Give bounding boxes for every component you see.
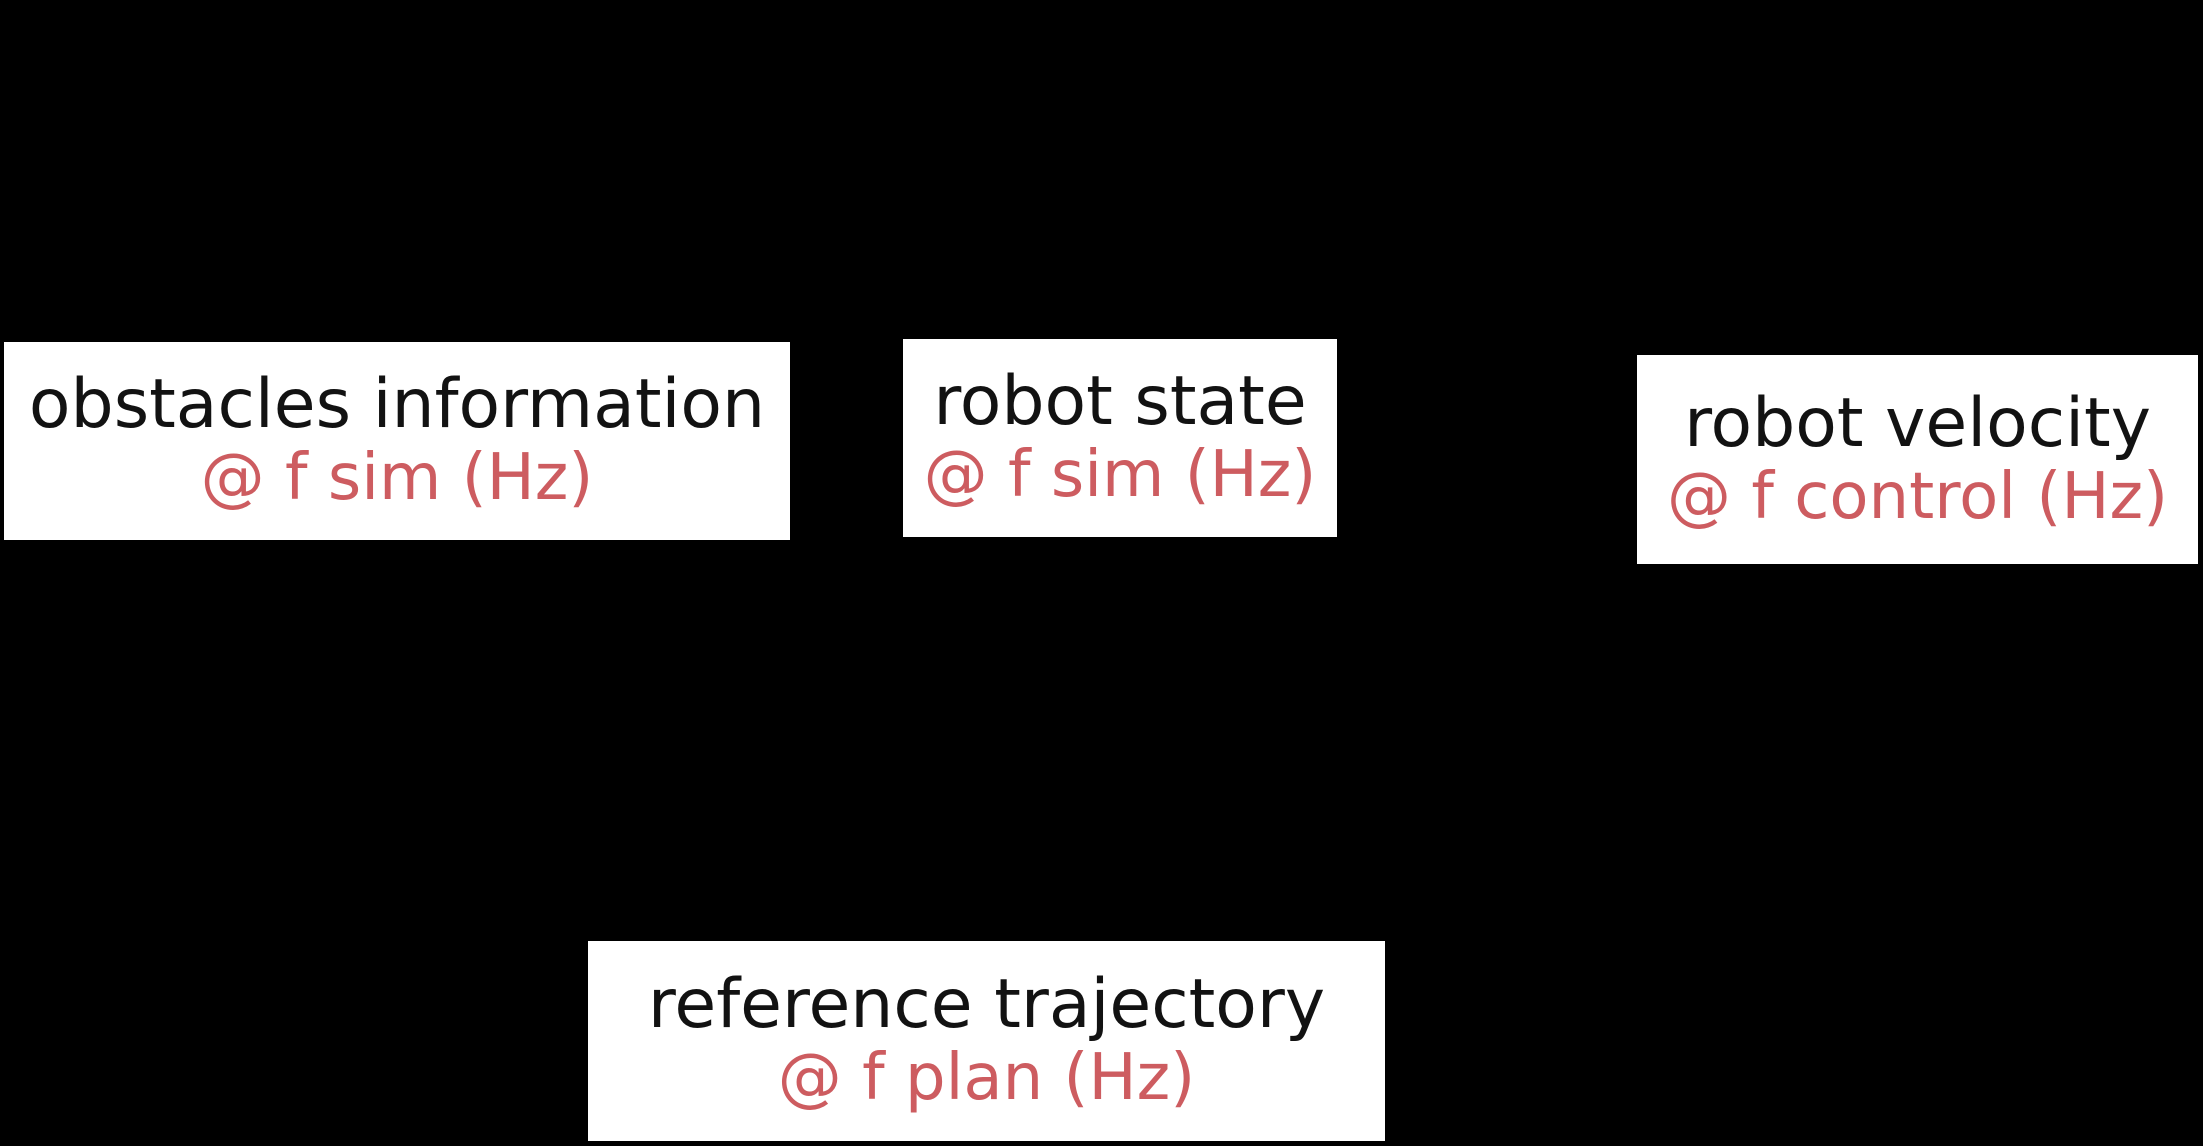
node-obstacles-information: obstacles information @ f sim (Hz) bbox=[4, 342, 790, 540]
node-robot-state: robot state @ f sim (Hz) bbox=[903, 339, 1337, 537]
node-reference-trajectory: reference trajectory @ f plan (Hz) bbox=[588, 941, 1385, 1141]
obstacles-information-label: obstacles information bbox=[28, 365, 766, 445]
reference-trajectory-label: reference trajectory bbox=[647, 965, 1326, 1045]
robot-state-label: robot state bbox=[933, 362, 1307, 442]
robot-state-rate: @ f sim (Hz) bbox=[923, 438, 1317, 513]
reference-trajectory-rate: @ f plan (Hz) bbox=[777, 1041, 1196, 1116]
robot-velocity-rate: @ f control (Hz) bbox=[1666, 459, 2169, 534]
node-robot-velocity: robot velocity @ f control (Hz) bbox=[1637, 355, 2198, 564]
obstacles-information-rate: @ f sim (Hz) bbox=[200, 441, 594, 516]
robot-velocity-label: robot velocity bbox=[1684, 383, 2151, 463]
